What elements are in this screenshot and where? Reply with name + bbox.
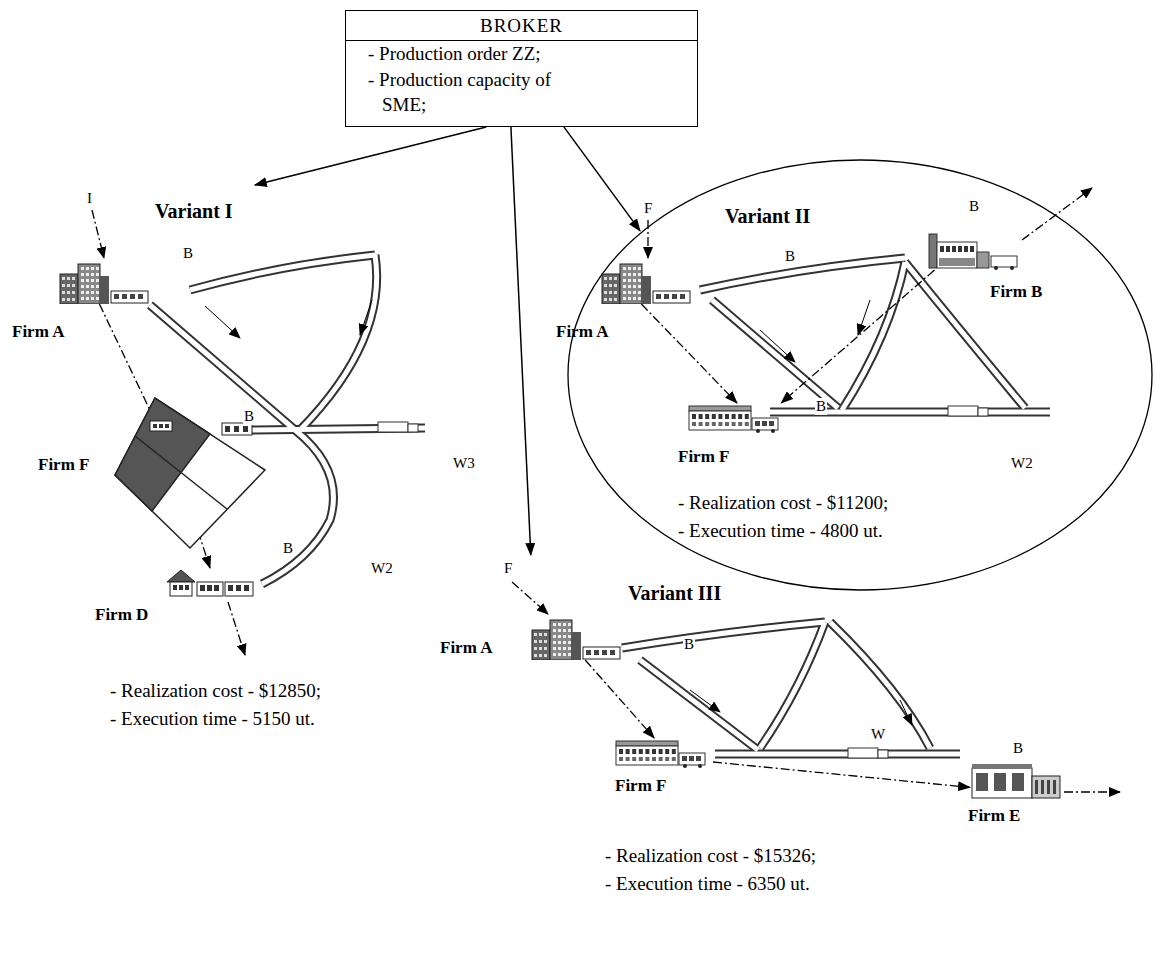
flow-connector <box>585 660 654 738</box>
road-direction <box>205 300 912 725</box>
long-shape <box>615 738 713 768</box>
factory-shape <box>600 262 692 304</box>
long-shape <box>688 403 786 433</box>
map-label: W3 <box>452 455 476 472</box>
variant-info: - Realization cost - $15326; <box>605 845 816 867</box>
firm-label: Firm B <box>990 282 1042 302</box>
truck <box>378 406 988 758</box>
firm-label: Firm F <box>38 455 89 475</box>
office-shape <box>970 758 1062 800</box>
map-label: B <box>784 248 796 265</box>
map-label: B <box>182 245 194 262</box>
firm-node: Firm D <box>165 568 255 598</box>
plant-shape <box>925 228 1020 270</box>
map-label: B <box>282 540 294 557</box>
factory-shape <box>58 262 150 304</box>
variant-title: Variant III <box>628 582 721 605</box>
flow-connector <box>713 762 970 787</box>
firm-node: Firm A <box>600 262 692 304</box>
map-label: F <box>643 200 653 217</box>
map-label: I <box>86 190 93 207</box>
variant-group: Variant III - Realization cost - $15326; -… <box>430 555 1150 900</box>
broker-box: BROKER- Production order ZZ;- Production… <box>345 10 698 127</box>
firm-node: Firm E <box>970 758 1062 800</box>
map-label: B <box>968 198 980 215</box>
firm-label: Firm F <box>678 447 729 467</box>
firm-node: Firm A <box>58 262 150 304</box>
firm-node: Firm B <box>925 228 1020 270</box>
firm-node: Firm F <box>688 403 786 433</box>
order-connector <box>255 127 486 185</box>
firm-label: Firm A <box>440 638 492 658</box>
map-label: W2 <box>370 560 394 577</box>
road-edge <box>150 255 1050 754</box>
variant-title: Variant II <box>725 205 810 228</box>
map-label: B <box>683 636 695 653</box>
firm-label: Firm A <box>12 322 64 342</box>
map-label: W <box>870 726 886 743</box>
broker-title: BROKER <box>346 11 697 41</box>
map-label: B <box>815 398 827 415</box>
variant-info: - Execution time - 4800 ut. <box>678 520 883 542</box>
road-surface <box>150 255 1050 754</box>
order-connector <box>511 127 531 555</box>
variant-title: Variant I <box>155 200 233 223</box>
order-connector <box>564 127 640 231</box>
firm-label: Firm F <box>615 776 666 796</box>
variant-group: Variant I - Realization cost - $12850; - E… <box>10 185 425 735</box>
map-label: F <box>503 560 513 577</box>
flow-arrow <box>92 188 1120 792</box>
flow-connector <box>641 304 737 403</box>
variant-info: - Realization cost - $11200; <box>678 492 888 514</box>
firm-node: Firm F <box>615 738 713 768</box>
map-label: B <box>243 408 255 425</box>
variant-ellipse: Variant II - Realization cost - $11200; - … <box>566 158 1154 592</box>
broker-item: - Production capacity of SME; <box>368 67 582 118</box>
firm-label: Firm E <box>968 806 1020 826</box>
variant-info: - Execution time - 6350 ut. <box>605 873 810 895</box>
broker-item: - Production order ZZ; <box>368 41 697 67</box>
map-label: W2 <box>1010 455 1034 472</box>
variant-info: - Realization cost - $12850; <box>110 680 321 702</box>
firm-label: Firm D <box>95 605 148 625</box>
firm-label: Firm A <box>556 322 608 342</box>
variant-info: - Execution time - 5150 ut. <box>110 708 315 730</box>
house-shape <box>165 568 255 598</box>
map-label: B <box>1012 740 1024 757</box>
flow-connector <box>781 270 934 403</box>
firm-node: Firm A <box>530 618 622 660</box>
factory-shape <box>530 618 622 660</box>
